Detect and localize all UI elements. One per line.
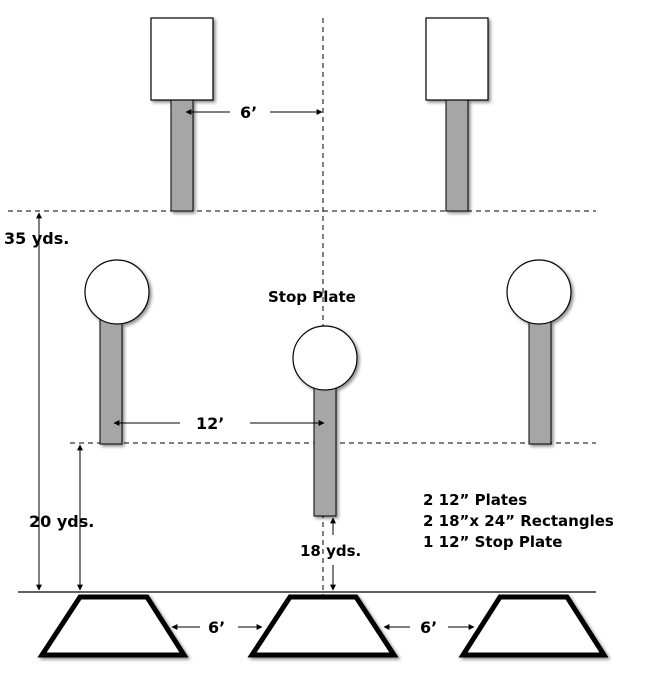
target-legend: 2 12” Plates 2 18”x 24” Rectangles 1 12”… — [423, 490, 614, 553]
plate-target-left — [84, 259, 150, 445]
legend-item-rectangles: 2 18”x 24” Rectangles — [423, 512, 614, 530]
legend-item-stop-plate: 1 12” Stop Plate — [423, 533, 563, 551]
rectangle-target-left — [150, 17, 214, 212]
rectangle-target-right — [425, 17, 489, 212]
label-steel-spacing: 6’ — [240, 103, 257, 122]
label-plate-spacing: 12’ — [196, 414, 224, 433]
shooting-box-center — [247, 594, 399, 658]
label-dist-18: 18 yds. — [300, 542, 361, 560]
label-box-gap-left: 6’ — [208, 618, 225, 637]
shooting-box-right — [458, 594, 609, 658]
shooting-box-left — [37, 594, 189, 658]
plate-target-right — [506, 259, 572, 445]
label-box-gap-right: 6’ — [420, 618, 437, 637]
label-dist-35: 35 yds. — [4, 229, 69, 248]
legend-item-plates: 2 12” Plates — [423, 491, 528, 509]
stop-plate-target — [292, 325, 358, 517]
label-stop-plate: Stop Plate — [268, 288, 356, 306]
label-dist-20: 20 yds. — [29, 512, 94, 531]
